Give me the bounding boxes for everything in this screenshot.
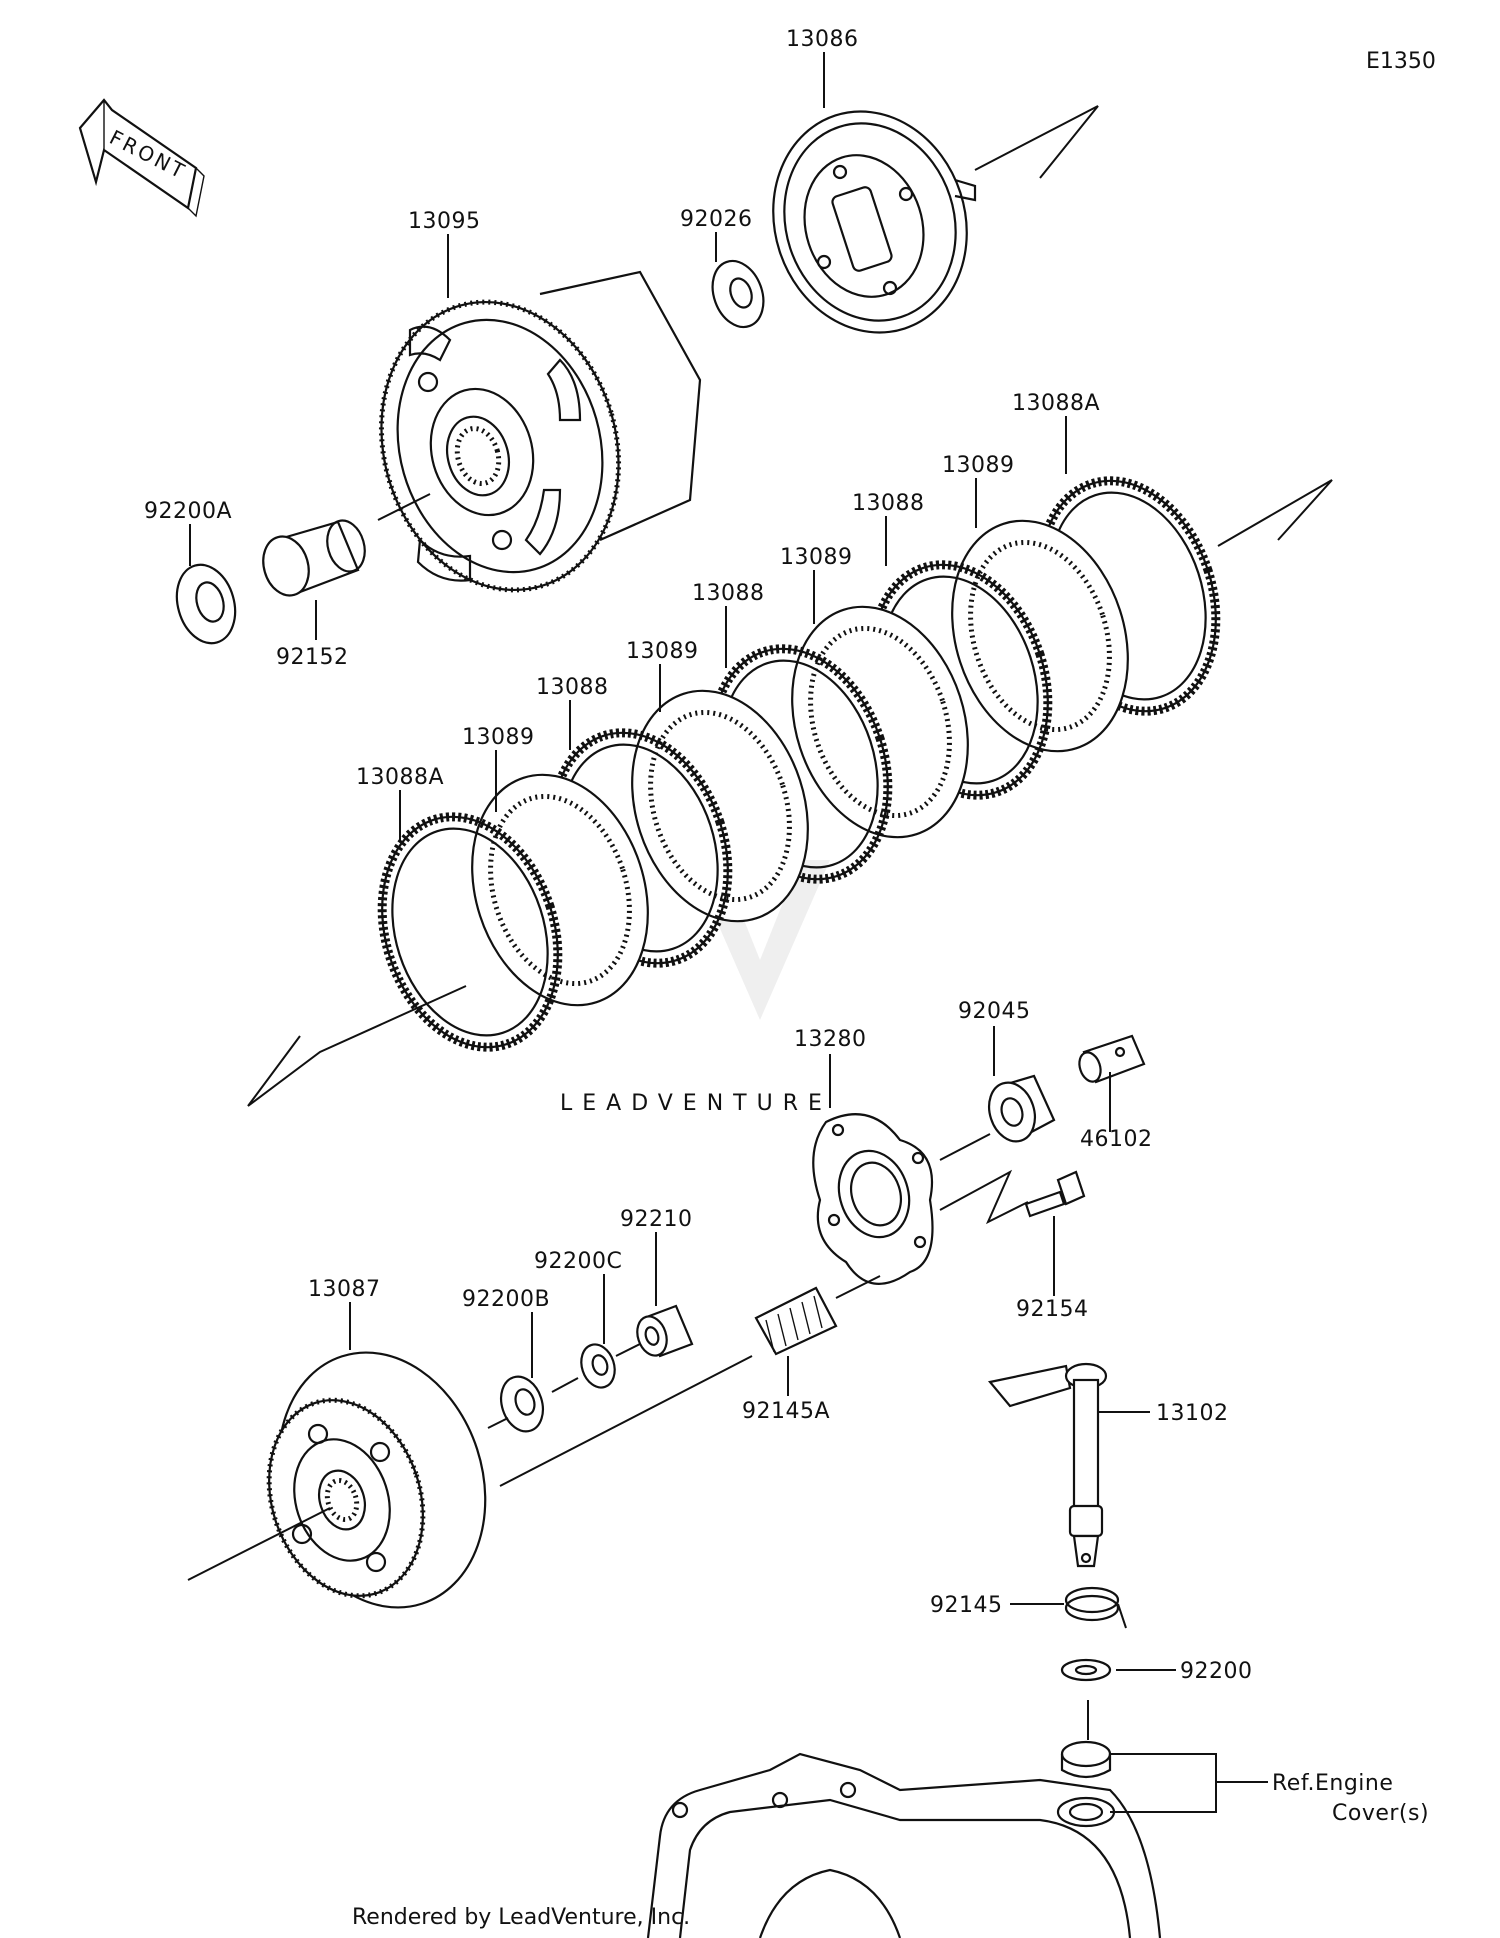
part-92200A-washer — [175, 563, 237, 645]
label-13087: 13087 — [308, 1277, 381, 1302]
part-13102-release-shaft — [987, 1362, 1108, 1568]
part-13089-steel-plate-2 — [631, 689, 809, 923]
label-13089-4: 13089 — [942, 453, 1015, 478]
label-13088-2: 13088 — [536, 675, 609, 700]
part-13089-steel-plate-4 — [951, 519, 1129, 753]
label-92210: 92210 — [620, 1207, 693, 1232]
part-13088A-left-friction-plate — [377, 812, 563, 1052]
label-13086: 13086 — [786, 27, 859, 52]
part-labels: 13086 92026 13095 92200A 92152 13088A 13… — [144, 27, 1429, 1826]
part-92026-washer — [711, 259, 765, 329]
part-92152-bushing — [262, 519, 366, 597]
engine-cover — [646, 1752, 1162, 1938]
label-46102: 46102 — [1080, 1127, 1153, 1152]
label-13102: 13102 — [1156, 1401, 1229, 1426]
label-92026: 92026 — [680, 207, 753, 232]
label-92200A: 92200A — [144, 499, 232, 524]
label-13095: 13095 — [408, 209, 481, 234]
leader-92200C-axis — [551, 1377, 579, 1393]
part-92045-bearing — [988, 1074, 1056, 1143]
part-92154-bolt — [1024, 1170, 1086, 1218]
label-13088A-right: 13088A — [1012, 391, 1100, 416]
part-46102-pin — [1078, 1034, 1146, 1084]
label-92045: 92045 — [958, 999, 1031, 1024]
leader-13095-axis — [377, 493, 431, 521]
part-92200C-washer — [580, 1343, 616, 1389]
label-92145: 92145 — [930, 1593, 1003, 1618]
part-13280-pressure-plate — [812, 1113, 934, 1285]
label-92200: 92200 — [1180, 1659, 1253, 1684]
label-ref-covers: Cover(s) — [1332, 1801, 1429, 1826]
leader-92154-axis — [939, 1169, 1029, 1225]
label-13089-3: 13089 — [780, 545, 853, 570]
leader-92210-axis — [615, 1343, 641, 1357]
diagram-code: E1350 — [1366, 49, 1436, 74]
label-13089-1: 13089 — [462, 725, 535, 750]
leader-13280-to-92045 — [939, 1133, 991, 1161]
label-92145A: 92145A — [742, 1399, 830, 1424]
part-13086-drum — [772, 110, 977, 334]
part-13089-steel-plate-3 — [791, 605, 969, 839]
leader-92200B-axis — [487, 1417, 509, 1429]
label-92200C: 92200C — [534, 1249, 622, 1274]
part-92145-torsion-spring — [1064, 1586, 1127, 1629]
watermark-text: LEADVENTURE — [560, 1091, 832, 1116]
part-92145A-spring — [754, 1286, 838, 1356]
label-leaders — [189, 52, 1268, 1813]
label-92152: 92152 — [276, 645, 349, 670]
label-13088A-left: 13088A — [356, 765, 444, 790]
label-13089-2: 13089 — [626, 639, 699, 664]
label-13088-4: 13088 — [852, 491, 925, 516]
part-92210-nut — [636, 1304, 694, 1358]
part-92200B-washer — [500, 1375, 544, 1433]
label-13088-3: 13088 — [692, 581, 765, 606]
part-92200-washer — [1060, 1658, 1112, 1682]
part-13095-housing — [378, 270, 702, 593]
part-oil-seal — [1060, 1740, 1112, 1779]
label-92200B: 92200B — [462, 1287, 550, 1312]
leader-13087-axis-left — [187, 1507, 331, 1581]
label-13280: 13280 — [794, 1027, 867, 1052]
part-13089-steel-plate-1 — [471, 773, 649, 1007]
part-13087-hub — [266, 1351, 487, 1609]
leader-13087-axis — [499, 1355, 753, 1487]
front-arrow-icon: FRONT — [78, 98, 205, 218]
label-ref-engine: Ref.Engine — [1272, 1771, 1393, 1796]
leader-plates-axis-left — [247, 985, 467, 1107]
leader-plates-axis-right — [1217, 479, 1333, 547]
leader-13086-axis — [974, 105, 1099, 179]
footer-credit: Rendered by LeadVenture, Inc. — [352, 1905, 690, 1930]
label-92154: 92154 — [1016, 1297, 1089, 1322]
leader-92145A-axis — [835, 1275, 881, 1299]
